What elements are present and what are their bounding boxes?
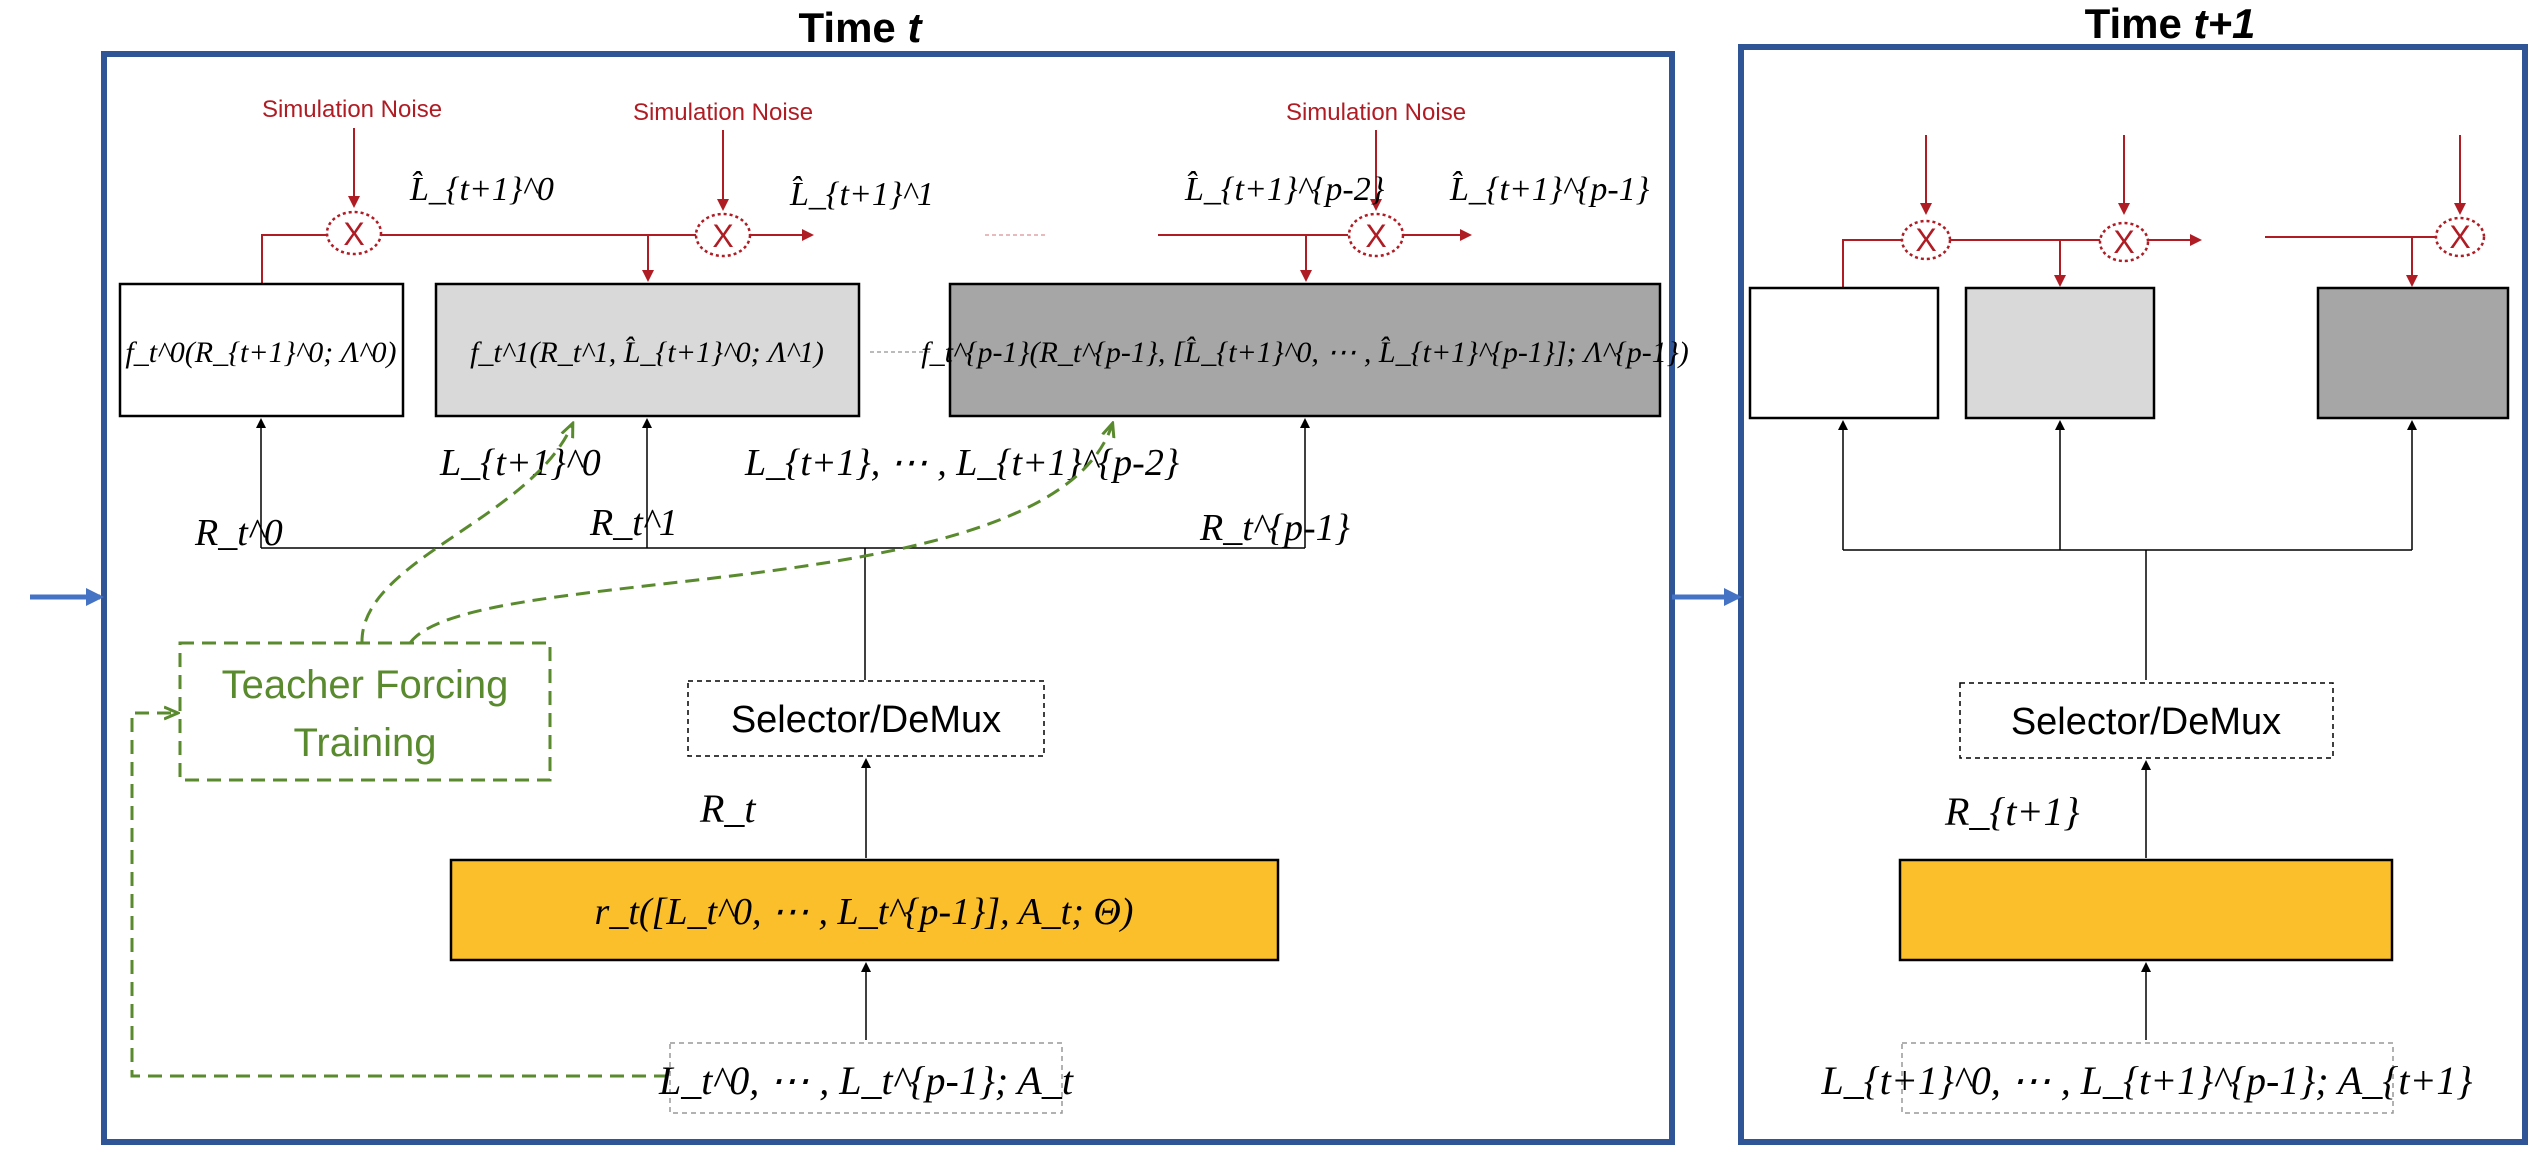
multiply-node-p: X <box>1347 212 1405 258</box>
svg-text:X: X <box>1915 222 1936 258</box>
right-multiply-node-1: X <box>2098 221 2150 263</box>
lhat-p2-label: L̂_{t+1}^{p-2} <box>1184 170 1385 208</box>
f1-formula: f_t^1(R_t^1, L̂_{t+1}^0; Λ^1) <box>470 336 824 369</box>
r0-label: R_t^0 <box>194 512 283 554</box>
feedback-path-0 <box>261 234 326 284</box>
time-t1-panel <box>1738 44 2528 1145</box>
svg-text:X: X <box>712 218 733 254</box>
f1-block: f_t^1(R_t^1, L̂_{t+1}^0; Λ^1) <box>434 282 861 418</box>
teacher-to-fp-curve <box>408 425 1112 644</box>
fp-formula: f_t^{p-1}(R_t^{p-1}, [L̂_{t+1}^0, ⋯ , L̂… <box>921 336 1689 369</box>
inputs-block-left: L_t^0, ⋯ , L_t^{p-1}; A_t <box>658 1042 1074 1114</box>
right-feedback-0 <box>1842 239 1904 288</box>
lhat-0-label: L̂_{t+1}^0 <box>409 170 554 208</box>
time-t1-title: Time t+1 <box>2085 0 2256 47</box>
model-formula: r_t([L_t^0, ⋯ , L_t^{p-1}], A_t; Θ) <box>595 891 1134 933</box>
selector-demux-left: Selector/DeMux <box>687 680 1045 757</box>
l-range-label: L_{t+1}, ⋯ , L_{t+1}^{p-2} <box>744 442 1179 484</box>
teacher-line-1: Teacher Forcing <box>222 663 509 707</box>
fp-block: f_t^{p-1}(R_t^{p-1}, [L̂_{t+1}^0, ⋯ , L̂… <box>921 282 1689 418</box>
model-block-left: r_t([L_t^0, ⋯ , L_t^{p-1}], A_t; Θ) <box>449 858 1280 962</box>
teacher-to-f1-curve <box>360 425 572 644</box>
r1-label: R_t^1 <box>589 502 678 544</box>
inputs-formula-left: L_t^0, ⋯ , L_t^{p-1}; A_t <box>658 1058 1074 1103</box>
rt-label: R_t <box>699 786 756 831</box>
right-f1-block <box>1964 286 2156 420</box>
selector-label-right: Selector/DeMux <box>2011 701 2281 743</box>
right-multiply-node-p: X <box>2434 216 2486 258</box>
multiply-node-0: X <box>325 210 383 256</box>
right-multiply-node-0: X <box>1900 219 1952 261</box>
noise-label-1: Simulation Noise <box>633 99 813 126</box>
right-fp-block <box>2316 286 2510 420</box>
inputs-formula-right: L_{t+1}^0, ⋯ , L_{t+1}^{p-1}; A_{t+1} <box>1821 1058 2473 1103</box>
lhat-p1-label: L̂_{t+1}^{p-1} <box>1449 170 1650 208</box>
teacher-line-2: Training <box>293 721 436 765</box>
noise-label-p: Simulation Noise <box>1286 99 1466 126</box>
svg-text:X: X <box>343 216 364 252</box>
svg-text:X: X <box>2449 219 2470 255</box>
rt1-label: R_{t+1} <box>1944 789 2080 834</box>
l0-label: L_{t+1}^0 <box>439 442 601 484</box>
noise-label-0: Simulation Noise <box>262 96 442 123</box>
lhat-1-label: L̂_{t+1}^1 <box>789 175 934 213</box>
svg-text:X: X <box>2113 224 2134 260</box>
selector-label-left: Selector/DeMux <box>731 699 1001 741</box>
rp-label: R_t^{p-1} <box>1199 507 1350 549</box>
teacher-forcing-box: Teacher Forcing Training <box>178 641 552 782</box>
f0-formula: f_t^0(R_{t+1}^0; Λ^0) <box>125 336 396 369</box>
right-f0-block <box>1748 286 1940 420</box>
svg-text:X: X <box>1365 218 1386 254</box>
model-block-right <box>1898 858 2394 962</box>
multiply-node-1: X <box>694 212 752 258</box>
f0-block: f_t^0(R_{t+1}^0; Λ^0) <box>118 282 405 418</box>
time-t-title: Time t <box>799 4 924 51</box>
inputs-block-right: L_{t+1}^0, ⋯ , L_{t+1}^{p-1}; A_{t+1} <box>1821 1042 2473 1114</box>
inputs-to-teacher-loop <box>130 713 668 1078</box>
selector-demux-right: Selector/DeMux <box>1959 682 2334 759</box>
